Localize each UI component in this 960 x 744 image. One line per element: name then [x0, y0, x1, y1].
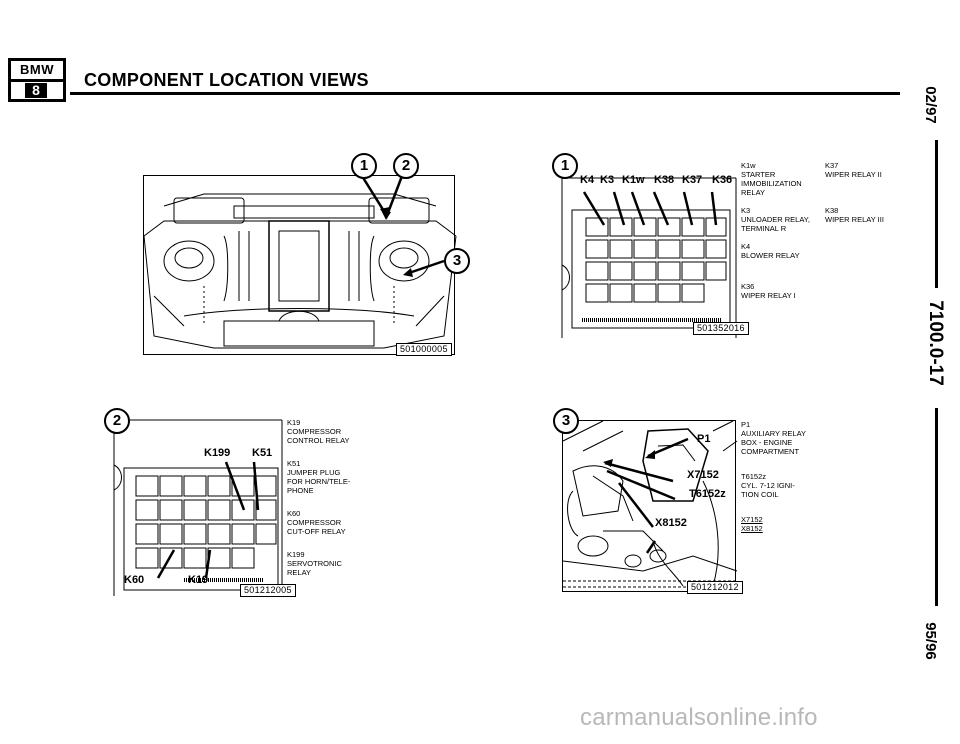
- relay-box-view-3-figure: P1 X7152 T6152z X8152 501212012: [562, 420, 743, 594]
- legend-desc: WIPER RELAY I: [741, 291, 796, 300]
- legend-code: K199: [287, 550, 305, 559]
- engine-bay-overview-figure: 501000005: [143, 175, 457, 356]
- margin-rule-1: [935, 140, 938, 288]
- legend-code: K38: [825, 206, 839, 215]
- legend-desc: AUXILIARY RELAY BOX - ENGINE COMPARTMENT: [741, 429, 807, 456]
- date-bottom: 95/96: [922, 622, 939, 660]
- legend-desc: STARTER IMMOBILIZATION RELAY: [741, 170, 802, 197]
- legend-code: T6152z: [741, 472, 767, 481]
- label-x7152: X7152: [687, 469, 719, 481]
- callout-1: 1: [552, 153, 578, 179]
- figure-id: 501000005: [396, 343, 452, 356]
- logo-top-text: BMW: [11, 61, 63, 82]
- legend-desc: CYL. 7-12 IGNI- TION COIL: [741, 481, 795, 499]
- label-x8152: X8152: [655, 517, 687, 529]
- relay-box-1-drawing: [561, 177, 737, 338]
- watermark: carmanualsonline.info: [580, 704, 818, 731]
- legend-desc: WIPER RELAY III: [825, 215, 884, 224]
- legend-code: K36: [741, 282, 755, 291]
- legend-desc: SERVOTRONIC RELAY: [287, 559, 342, 577]
- relay-box-view-2-figure: K199 K51 K60 K19 501212005: [113, 419, 296, 597]
- label-k1w: K1w: [622, 174, 645, 186]
- page-title: COMPONENT LOCATION VIEWS: [84, 70, 369, 90]
- legend-code: K4: [741, 242, 751, 251]
- legend-desc: BLOWER RELAY: [741, 251, 800, 260]
- label-p1: P1: [697, 433, 711, 445]
- callout-3: 3: [553, 408, 579, 434]
- label-k4: K4: [580, 174, 595, 186]
- logo-bottom-text: 8: [25, 83, 47, 98]
- margin-rule-2: [935, 408, 938, 606]
- engine-bay-drawing: [143, 175, 457, 349]
- relay-box-3-drawing: [562, 420, 738, 588]
- label-k19: K19: [188, 574, 209, 586]
- date-top: 02/97: [922, 86, 939, 124]
- legend-code: K60: [287, 509, 301, 518]
- legend-code: K19: [287, 418, 301, 427]
- relay-box-view-1-figure: K4 K3 K1w K38 K37 K36 501352016: [561, 170, 749, 338]
- callout-2: 2: [104, 408, 130, 434]
- legend-code: K3: [741, 206, 751, 215]
- label-k51: K51: [252, 447, 273, 459]
- label-k36: K36: [712, 174, 733, 186]
- legend-connector-x8152: X8152: [741, 524, 763, 533]
- page-number: 7100.0-17: [925, 300, 946, 386]
- label-k38: K38: [654, 174, 675, 186]
- legend-code: P1: [741, 420, 751, 429]
- header-rule: [70, 92, 900, 95]
- figure-id: 501352016: [693, 322, 749, 335]
- legend-code: K1w: [741, 161, 756, 170]
- label-t6152z: T6152z: [689, 488, 726, 500]
- label-k60: K60: [124, 574, 145, 586]
- legend-connector-x7152: X7152: [741, 515, 763, 524]
- legend-desc: COMPRESSOR CONTROL RELAY: [287, 427, 350, 445]
- legend-code: K51: [287, 459, 301, 468]
- label-k199: K199: [204, 447, 231, 459]
- label-k37: K37: [682, 174, 703, 186]
- legend-desc: WIPER RELAY II: [825, 170, 882, 179]
- legend-desc: COMPRESSOR CUT-OFF RELAY: [287, 518, 346, 536]
- bmw-8-series-logo: BMW 8: [8, 58, 66, 102]
- label-k3: K3: [600, 174, 615, 186]
- legend-desc: UNLOADER RELAY, TERMINAL R: [741, 215, 810, 233]
- legend-code: K37: [825, 161, 839, 170]
- legend-desc: JUMPER PLUG FOR HORN/TELE- PHONE: [287, 468, 351, 495]
- callout-3: 3: [444, 248, 470, 274]
- callout-2: 2: [393, 153, 419, 179]
- callout-1: 1: [351, 153, 377, 179]
- figure-id: 501212012: [687, 581, 743, 594]
- figure-id: 501212005: [240, 584, 296, 597]
